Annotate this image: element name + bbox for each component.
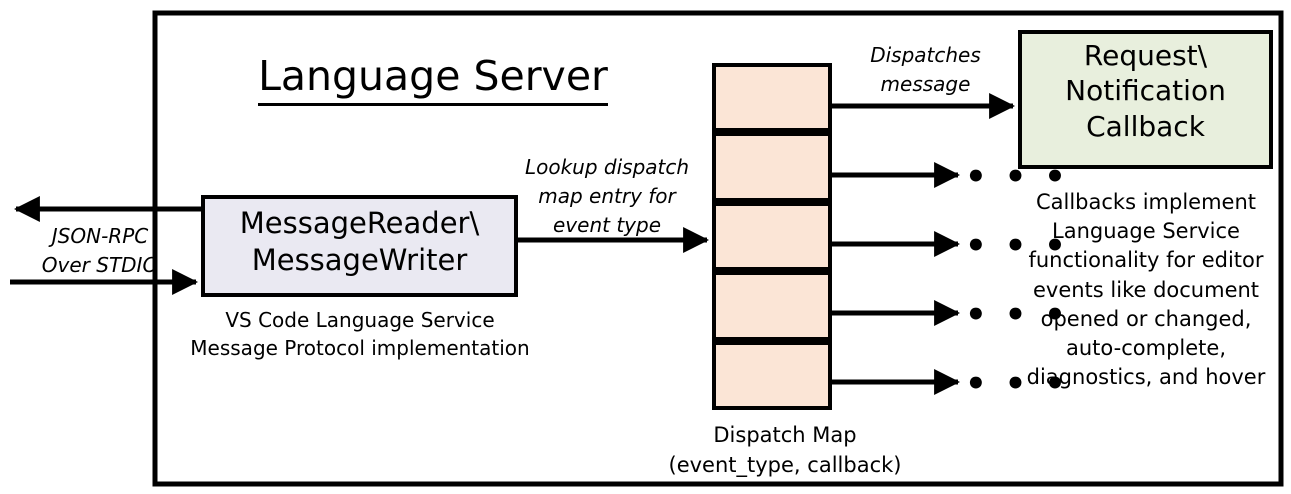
ellipsis-row-2: • • • <box>965 157 1069 197</box>
request-notification-callback-label: Request\ Notification Callback <box>1065 39 1226 143</box>
dispatch-map-row[interactable] <box>712 340 832 410</box>
ellipsis-row-4: • • • <box>965 295 1069 335</box>
request-notification-callback-box[interactable] <box>1018 30 1273 169</box>
dispatch-map[interactable] <box>712 63 832 410</box>
callback-description: Callbacks implement Language Service fun… <box>1026 190 1266 390</box>
dispatch-map-caption: Dispatch Map (event_type, callback) <box>668 423 902 477</box>
language-server-frame <box>152 10 1284 487</box>
messagereader-caption: VS Code Language Service Message Protoco… <box>190 308 530 360</box>
page-title: Language Server <box>153 52 713 106</box>
dispatch-map-row[interactable] <box>712 132 832 202</box>
dispatches-message-label: Dispatches message <box>870 43 981 96</box>
ellipsis-row-3: • • • <box>965 226 1069 266</box>
page-title-text: Language Server <box>258 52 608 106</box>
messagereader-messagewriter-box[interactable] <box>201 195 518 297</box>
dispatch-map-row[interactable] <box>712 201 832 272</box>
messagereader-messagewriter-label: MessageReader\ MessageWriter <box>239 206 480 277</box>
dispatch-map-row[interactable] <box>712 63 832 133</box>
ellipsis-row-5: • • • <box>965 364 1069 404</box>
transport-label: JSON-RPC Over STDIO <box>41 224 159 277</box>
dispatch-map-row[interactable] <box>712 271 832 341</box>
lookup-dispatch-label: Lookup dispatch map entry for event type <box>524 155 690 237</box>
